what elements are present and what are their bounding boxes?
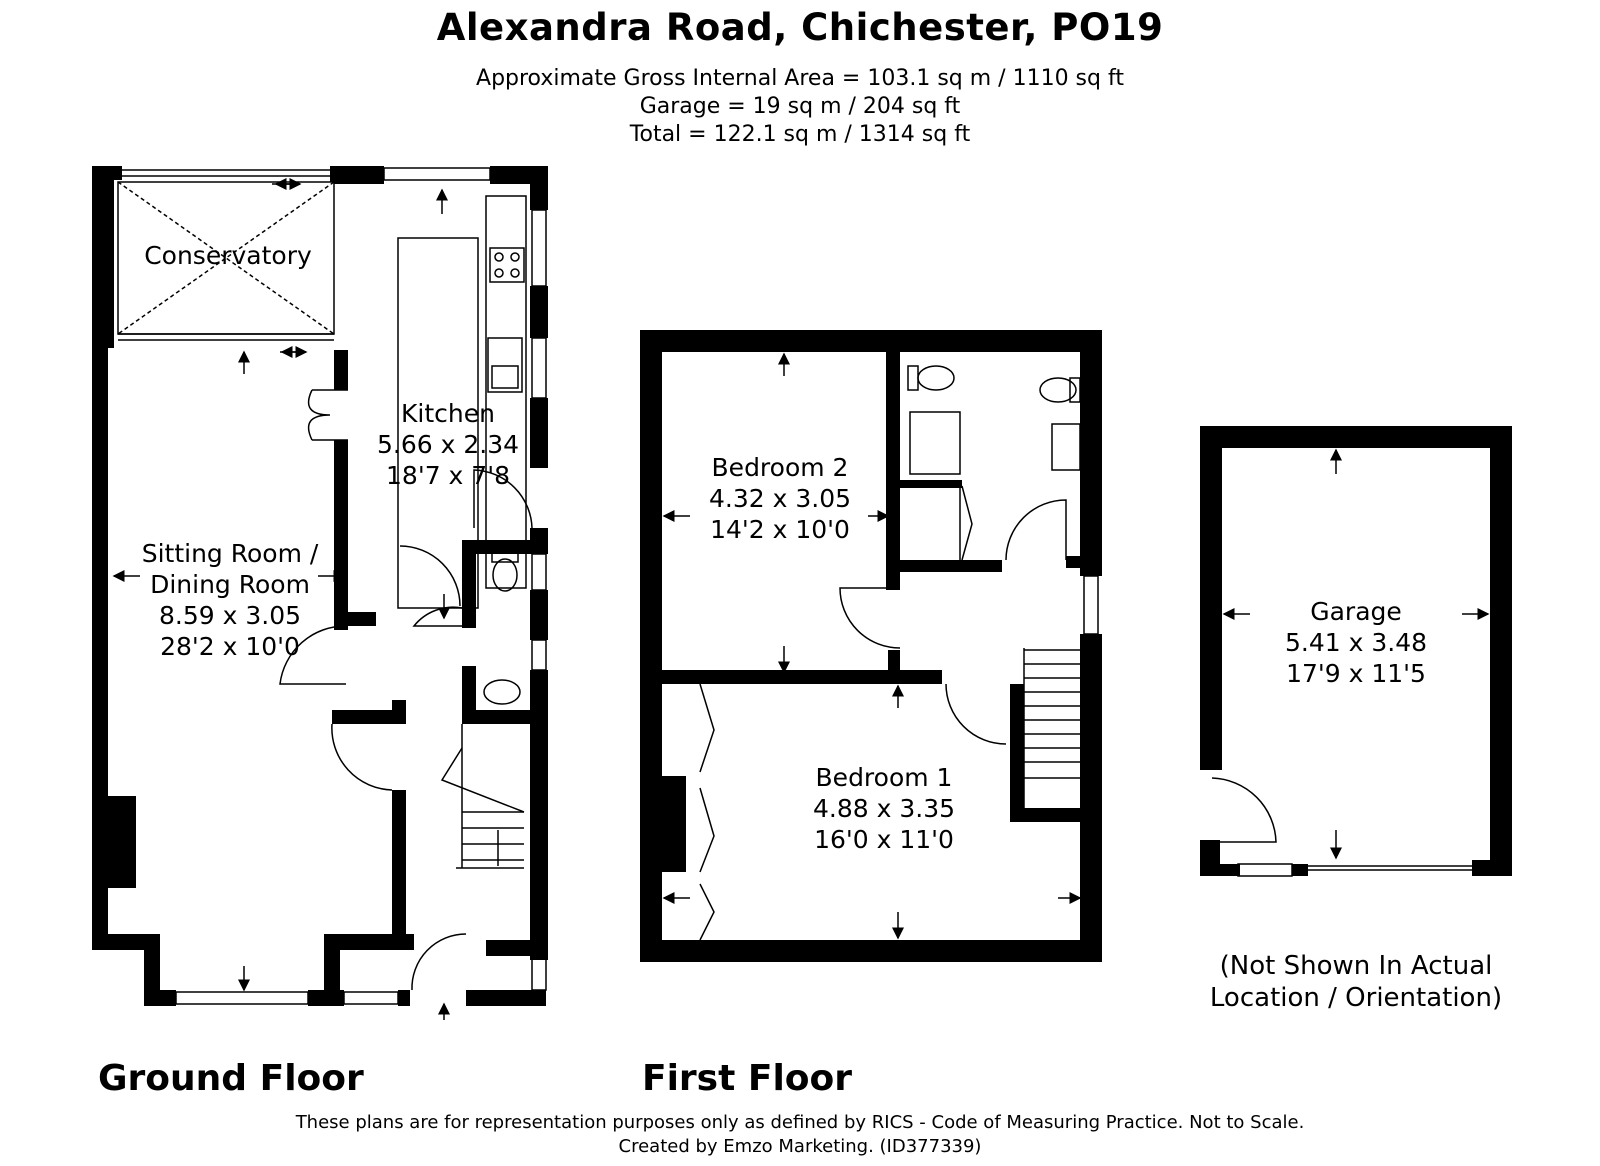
first-floor-arrows (662, 352, 1082, 940)
sitting-room-name-line1: Sitting Room / (141, 539, 319, 568)
bedroom1-label: Bedroom 1 4.88 x 3.35 16'0 x 11'0 (784, 762, 984, 855)
garage-location-note: (Not Shown In Actual Location / Orientat… (1196, 950, 1516, 1014)
ground-floor-fixtures (117, 167, 547, 1005)
bedroom2-name: Bedroom 2 (711, 453, 849, 482)
plan-title: Alexandra Road, Chichester, PO19 (436, 6, 1164, 49)
first-floor-label: First Floor (642, 1058, 853, 1099)
bedroom2-metric: 4.32 x 3.05 (708, 484, 852, 513)
bedroom1-metric: 4.88 x 3.35 (812, 794, 956, 823)
bedroom2-imperial: 14'2 x 10'0 (710, 515, 850, 544)
ground-floor-arrows (112, 178, 450, 1020)
credit-text: Created by Emzo Marketing. (ID377339) (618, 1136, 982, 1157)
total-area-text: Total = 122.1 sq m / 1314 sq ft (629, 122, 971, 147)
garage-imperial: 17'9 x 11'5 (1286, 659, 1426, 688)
garage-area-text: Garage = 19 sq m / 204 sq ft (639, 94, 961, 119)
kitchen-label: Kitchen 5.66 x 2.34 18'7 x 7'8 (358, 398, 538, 491)
sitting-room-imperial: 28'2 x 10'0 (160, 632, 300, 661)
sitting-room-name-line2: Dining Room (150, 570, 310, 599)
garage-name: Garage (1310, 597, 1402, 626)
garage-note-line1: (Not Shown In Actual (1219, 951, 1493, 981)
kitchen-metric: 5.66 x 2.34 (376, 430, 520, 459)
garage-plan (1200, 426, 1512, 876)
ground-floor-label: Ground Floor (98, 1058, 364, 1099)
bedroom1-imperial: 16'0 x 11'0 (814, 825, 954, 854)
kitchen-name: Kitchen (401, 399, 495, 428)
first-floor-plan (640, 330, 1102, 962)
gross-area-text: Approximate Gross Internal Area = 103.1 … (476, 66, 1124, 91)
conservatory-label: Conservatory (128, 240, 328, 271)
garage-fixtures (1211, 777, 1472, 877)
disclaimer-text: These plans are for representation purpo… (295, 1112, 1305, 1133)
garage-label: Garage 5.41 x 3.48 17'9 x 11'5 (1266, 596, 1446, 689)
bedroom2-label: Bedroom 2 4.32 x 3.05 14'2 x 10'0 (680, 452, 880, 545)
conservatory-name: Conservatory (144, 241, 312, 270)
sitting-room-metric: 8.59 x 3.05 (158, 601, 302, 630)
garage-arrows (1222, 448, 1490, 860)
bedroom1-name: Bedroom 1 (815, 763, 953, 792)
first-floor-fixtures (699, 331, 1099, 957)
kitchen-imperial: 18'7 x 7'8 (386, 461, 510, 490)
garage-note-line2: Location / Orientation) (1209, 983, 1503, 1013)
garage-metric: 5.41 x 3.48 (1284, 628, 1428, 657)
sitting-room-label: Sitting Room / Dining Room 8.59 x 3.05 2… (120, 538, 340, 662)
